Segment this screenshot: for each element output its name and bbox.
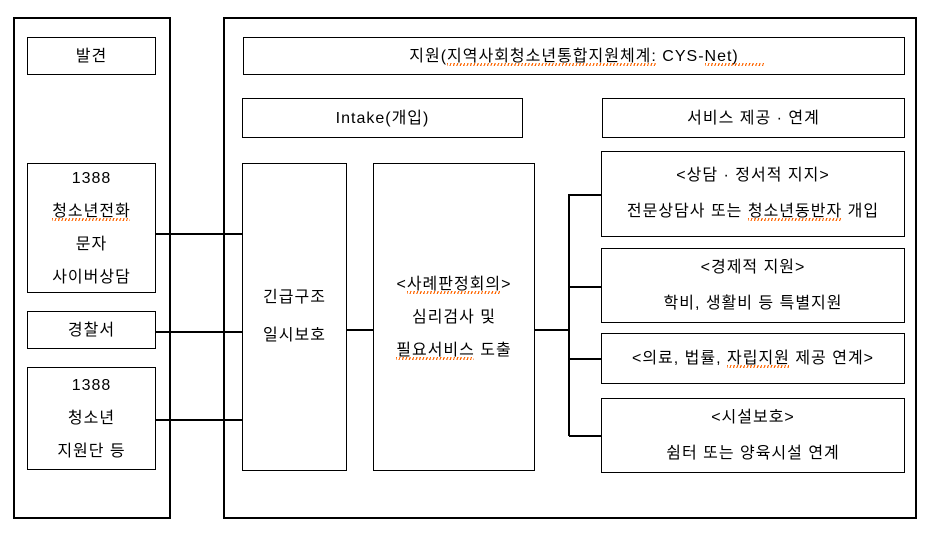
service-body: 전문상담사 또는 청소년동반자 개입 — [626, 203, 880, 220]
service-body-underlined: 청소년동반자 — [747, 203, 843, 220]
intake-header: Intake(개입) — [242, 98, 523, 138]
case-meeting-line: 필요서비스 도출 — [396, 341, 512, 359]
emergency-line: 긴급구조 — [263, 289, 326, 306]
connector-services-trunk — [568, 194, 570, 436]
source-line: 사이버상담 — [52, 269, 131, 286]
connector-emergency-to-case — [347, 329, 373, 331]
support-title-underlined: 지역사회청소년통합지원체계: — [447, 47, 657, 65]
connector-branch-economic — [569, 286, 601, 288]
source-box-youth-phone: 1388 청소년전화 문자 사이버상담 — [27, 163, 156, 293]
service-body: 쉼터 또는 양육시설 연계 — [666, 444, 840, 462]
source-line: 청소년전화 — [52, 195, 131, 228]
support-title: 지원(지역사회청소년통합지원체계: CYS-Net) — [409, 47, 739, 65]
source-line: 청소년 — [67, 410, 116, 427]
source-line: 문자 — [75, 236, 108, 253]
service-box-medical-legal: <의료, 법률, 자립지원 제공 연계> — [601, 333, 905, 384]
source-line: 지원단 등 — [57, 443, 126, 460]
services-header: 서비스 제공 · 연계 — [602, 98, 905, 138]
connector-branch-shelter — [569, 435, 601, 437]
service-header: <경제적 지원> — [700, 258, 806, 276]
support-title-box: 지원(지역사회청소년통합지원체계: CYS-Net) — [243, 37, 905, 75]
support-outer-box — [223, 17, 917, 519]
services-header-label: 서비스 제공 · 연계 — [687, 109, 820, 127]
connector-branch-counseling — [569, 194, 601, 196]
case-meeting-box: <사례판정회의> 심리검사 및 필요서비스 도출 — [373, 163, 535, 471]
case-meeting-underlined: 사례판정회의 — [406, 275, 502, 293]
connector-case-to-trunk — [535, 329, 569, 331]
service-header: <상담 · 정서적 지지> — [676, 167, 830, 184]
service-box-counseling: <상담 · 정서적 지지> 전문상담사 또는 청소년동반자 개입 — [601, 151, 905, 237]
case-meeting-title: <사례판정회의> — [396, 275, 512, 293]
case-meeting-underlined: 필요서비스 — [396, 341, 475, 359]
emergency-rescue-box: 긴급구조 일시보호 — [242, 163, 347, 471]
service-body: 학비, 생활비 등 특별지원 — [663, 294, 843, 312]
discovery-header: 발견 — [27, 37, 156, 75]
service-header: <의료, 법률, 자립지원 제공 연계> — [631, 349, 875, 367]
discovery-header-label: 발견 — [75, 47, 108, 65]
source-box-police: 경찰서 — [27, 311, 156, 349]
source-line-underlined: 청소년전화 — [52, 203, 131, 220]
source-line: 경찰서 — [67, 321, 116, 339]
connector-phone-to-emergency — [156, 233, 242, 235]
connector-police-to-emergency — [156, 331, 242, 333]
emergency-line: 일시보호 — [263, 327, 326, 344]
connector-branch-medical — [569, 358, 601, 360]
service-header: <시설보호> — [711, 408, 795, 426]
source-line: 1388 — [71, 377, 112, 394]
service-box-shelter: <시설보호> 쉼터 또는 양육시설 연계 — [601, 398, 905, 473]
case-meeting-line: 심리검사 및 — [411, 308, 497, 326]
connector-support-to-emergency — [156, 419, 242, 421]
discovery-outer-box — [13, 17, 171, 519]
source-box-youth-supporters: 1388 청소년 지원단 등 — [27, 367, 156, 470]
support-title-underlined-tail: Net) — [704, 47, 739, 65]
source-line: 1388 — [71, 170, 112, 187]
service-box-economic: <경제적 지원> 학비, 생활비 등 특별지원 — [601, 248, 905, 323]
intake-header-label: Intake(개입) — [335, 109, 430, 127]
service-header-underlined: 자립지원 — [727, 349, 790, 367]
